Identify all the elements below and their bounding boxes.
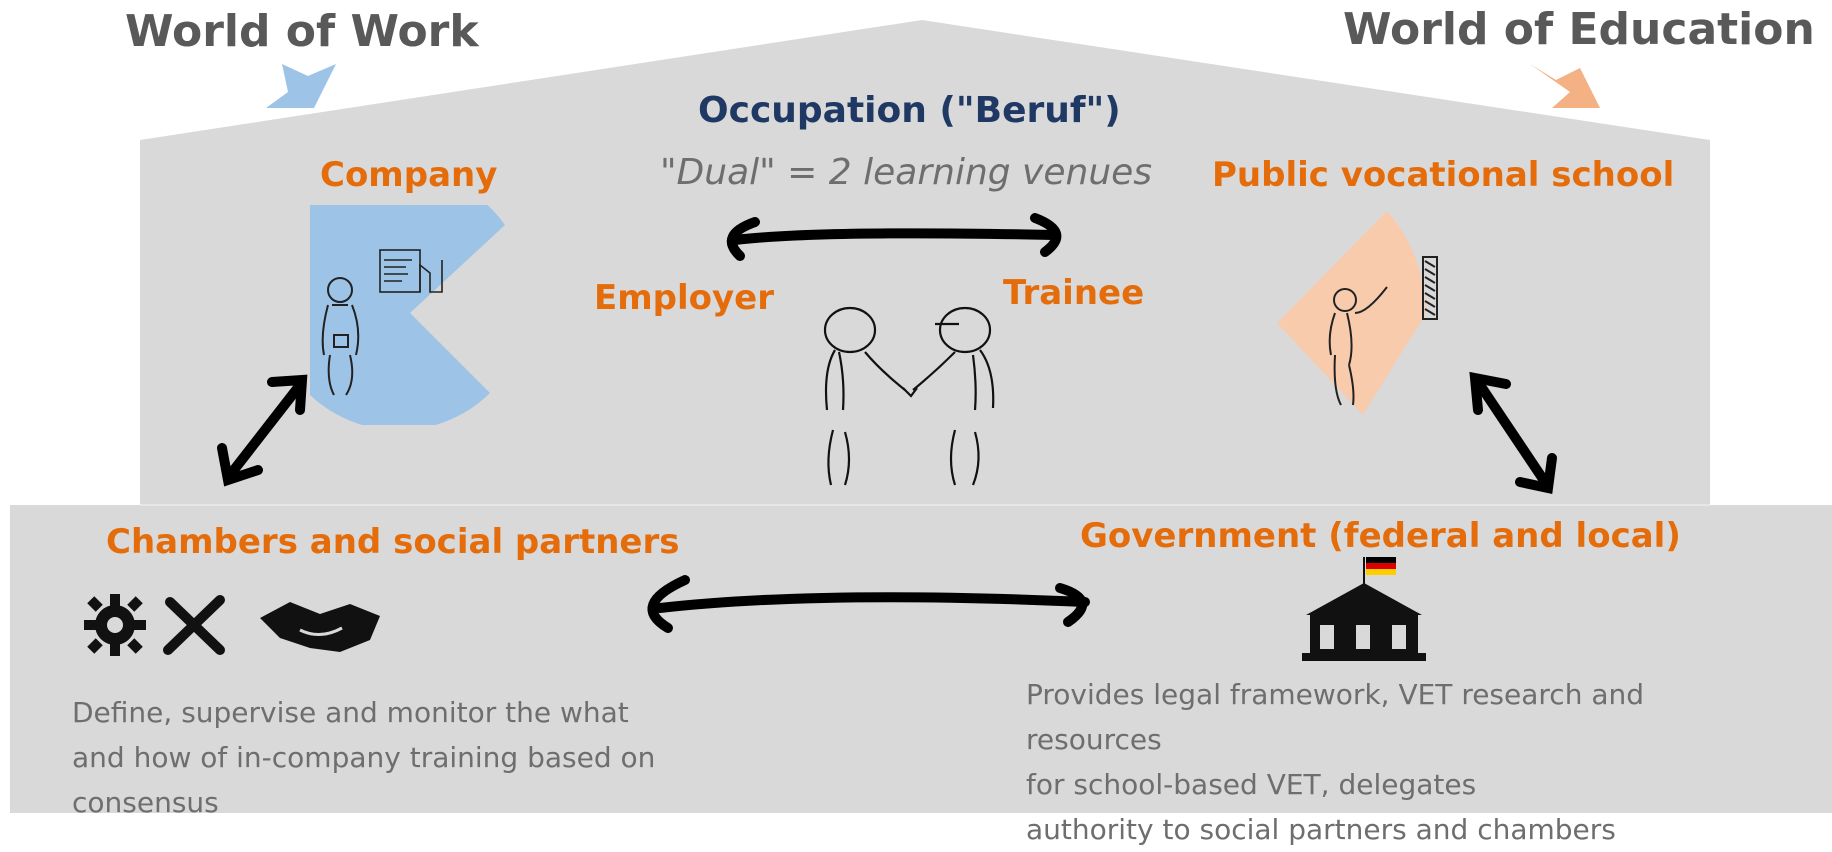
world-of-work-header: World of Work bbox=[125, 6, 479, 57]
government-title: Government (federal and local) bbox=[1080, 516, 1681, 556]
arrow-down-blue-icon bbox=[266, 64, 336, 108]
school-pie-icon bbox=[1277, 211, 1438, 415]
government-building-icon bbox=[1302, 557, 1426, 661]
factory-icon bbox=[379, 249, 443, 293]
company-label: Company bbox=[320, 155, 498, 195]
roof-shape bbox=[140, 20, 1710, 140]
tools-icon bbox=[163, 595, 225, 655]
chambers-description: Define, supervise and monitor the what a… bbox=[72, 690, 655, 825]
double-arrow-icon bbox=[1473, 377, 1550, 487]
government-desc-line: resources bbox=[1026, 723, 1162, 756]
company-pie-icon bbox=[310, 205, 505, 425]
chambers-desc-line: consensus bbox=[72, 786, 219, 819]
double-arrow-icon bbox=[225, 380, 305, 480]
handshake-icon bbox=[260, 602, 380, 652]
double-arrow-icon bbox=[730, 228, 1060, 245]
arrow-down-orange-icon bbox=[1530, 64, 1600, 108]
chamber-icons bbox=[84, 594, 380, 656]
worker-figure-icon bbox=[321, 277, 360, 396]
government-desc-line: for school-based VET, delegates bbox=[1026, 768, 1477, 801]
double-arrow-icon bbox=[655, 592, 1090, 613]
lower-panel bbox=[10, 505, 1832, 813]
teacher-figure-icon bbox=[1328, 286, 1388, 406]
employer-label: Employer bbox=[594, 278, 774, 318]
gear-icon bbox=[84, 594, 146, 656]
handshake-people-icon bbox=[823, 306, 995, 486]
school-label: Public vocational school bbox=[1212, 155, 1675, 195]
government-desc-line: authority to social partners and chamber… bbox=[1026, 813, 1616, 846]
chambers-desc-line: and how of in-company training based on bbox=[72, 741, 656, 774]
chambers-desc-line: Define, supervise and monitor the what bbox=[72, 696, 629, 729]
occupation-title: Occupation ("Beruf") bbox=[698, 90, 1121, 131]
government-description: Provides legal framework, VET research a… bbox=[1026, 672, 1644, 852]
world-of-education-header: World of Education bbox=[1343, 4, 1815, 55]
chambers-title: Chambers and social partners bbox=[106, 522, 680, 562]
trainee-label: Trainee bbox=[1003, 273, 1145, 313]
dual-subtitle: "Dual" = 2 learning venues bbox=[660, 152, 1153, 193]
german-flag-icon bbox=[1366, 557, 1396, 575]
government-desc-line: Provides legal framework, VET research a… bbox=[1026, 678, 1645, 711]
